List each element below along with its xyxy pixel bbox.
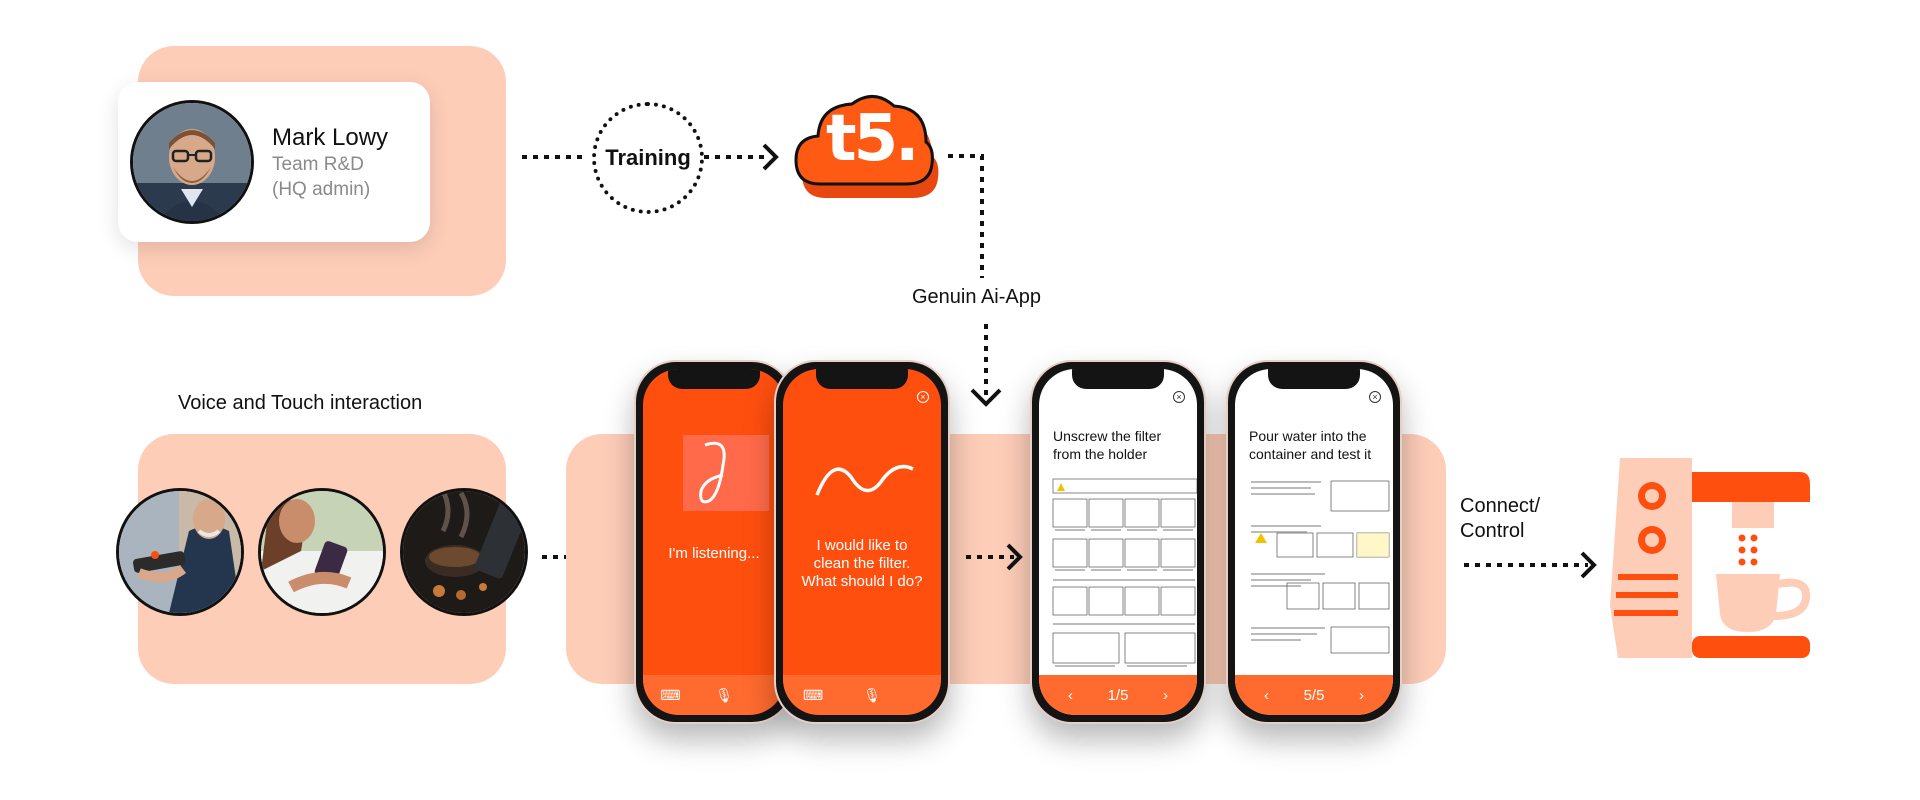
chevron-left-icon[interactable]: ‹ — [1068, 686, 1073, 704]
listening-text: I'm listening... — [668, 545, 760, 562]
chevron-right-icon[interactable]: › — [1162, 686, 1168, 704]
step5-page: 5/5 — [1303, 686, 1325, 704]
phone-step5: × Pour water into the container and test… — [1226, 360, 1402, 724]
arrow-admin-to-training — [522, 155, 588, 159]
step1-manual-page — [1051, 477, 1197, 667]
connect-label-line1: Connect/ — [1460, 495, 1541, 517]
connect-label: Connect/ Control — [1460, 494, 1540, 544]
step1-page: 1/5 — [1107, 686, 1129, 704]
arrow-app-to-phones — [970, 324, 1002, 407]
phone-step5-screen: × Pour water into the container and test… — [1235, 369, 1393, 715]
step5-pager-bar: ‹ 5/5 › — [1235, 675, 1393, 715]
phone-step1: × Unscrew the filter from the holder — [1030, 360, 1206, 724]
cloud-logo-text: t5. — [826, 102, 919, 176]
interaction-photo-touch — [258, 488, 386, 616]
keyboard-icon[interactable]: ⌨ — [660, 686, 681, 703]
arrow-query-to-steps — [966, 543, 1023, 571]
close-icon[interactable]: × — [1173, 391, 1185, 403]
app-label: Genuin Ai-App — [912, 286, 1041, 308]
microphone-icon[interactable]: 🎙 — [863, 686, 881, 703]
phone-listening-screen: I'm listening... ⌨ 🎙 — [643, 369, 785, 715]
interaction-photo-cooking — [400, 488, 528, 616]
keyboard-icon[interactable]: ⌨ — [803, 686, 824, 703]
step1-title: Unscrew the filter from the holder — [1053, 428, 1162, 462]
cloud-icon — [794, 95, 939, 198]
phone-query: × I would like to clean the filter. What… — [774, 360, 950, 724]
cloud-logo: t5. — [792, 92, 940, 204]
admin-card: Mark Lowy Team R&D (HQ admin) — [118, 82, 430, 242]
connect-label-line2: Control — [1460, 520, 1525, 542]
step5-manual-page — [1247, 477, 1390, 665]
connector-cloud-to-app — [948, 154, 984, 278]
coffee-machine-icon — [1610, 458, 1820, 658]
phone-listening: I'm listening... ⌨ 🎙 — [634, 360, 794, 724]
voice-wave-icon — [815, 464, 914, 496]
step1-pager-bar: ‹ 1/5 › — [1039, 675, 1197, 715]
chevron-right-icon[interactable]: › — [1358, 686, 1364, 704]
phone-query-screen: × I would like to clean the filter. What… — [783, 369, 941, 715]
training-label: Training — [605, 145, 691, 170]
microphone-icon[interactable]: 🎙 — [715, 686, 733, 703]
arrow-to-coffee-machine — [1464, 551, 1597, 579]
phone-listening-bar: ⌨ 🎙 — [643, 675, 785, 715]
arrow-training-to-cloud — [704, 143, 779, 171]
chevron-left-icon[interactable]: ‹ — [1264, 686, 1269, 704]
handwriting-icon — [683, 435, 769, 511]
interaction-photo-voice — [116, 488, 244, 616]
admin-role: (HQ admin) — [272, 179, 371, 200]
step5-title: Pour water into the container and test i… — [1249, 428, 1372, 462]
query-text: I would like to clean the filter. What s… — [801, 537, 923, 590]
training-node: Training — [592, 102, 704, 214]
close-icon[interactable]: × — [1369, 391, 1381, 403]
phone-step1-screen: × Unscrew the filter from the holder — [1039, 369, 1197, 715]
admin-name: Mark Lowy — [272, 124, 389, 151]
phone-query-bar: ⌨ 🎙 — [783, 675, 941, 715]
voice-touch-label: Voice and Touch interaction — [178, 392, 423, 414]
admin-avatar — [130, 100, 254, 224]
close-icon[interactable]: × — [917, 391, 929, 403]
admin-team: Team R&D — [272, 154, 364, 175]
